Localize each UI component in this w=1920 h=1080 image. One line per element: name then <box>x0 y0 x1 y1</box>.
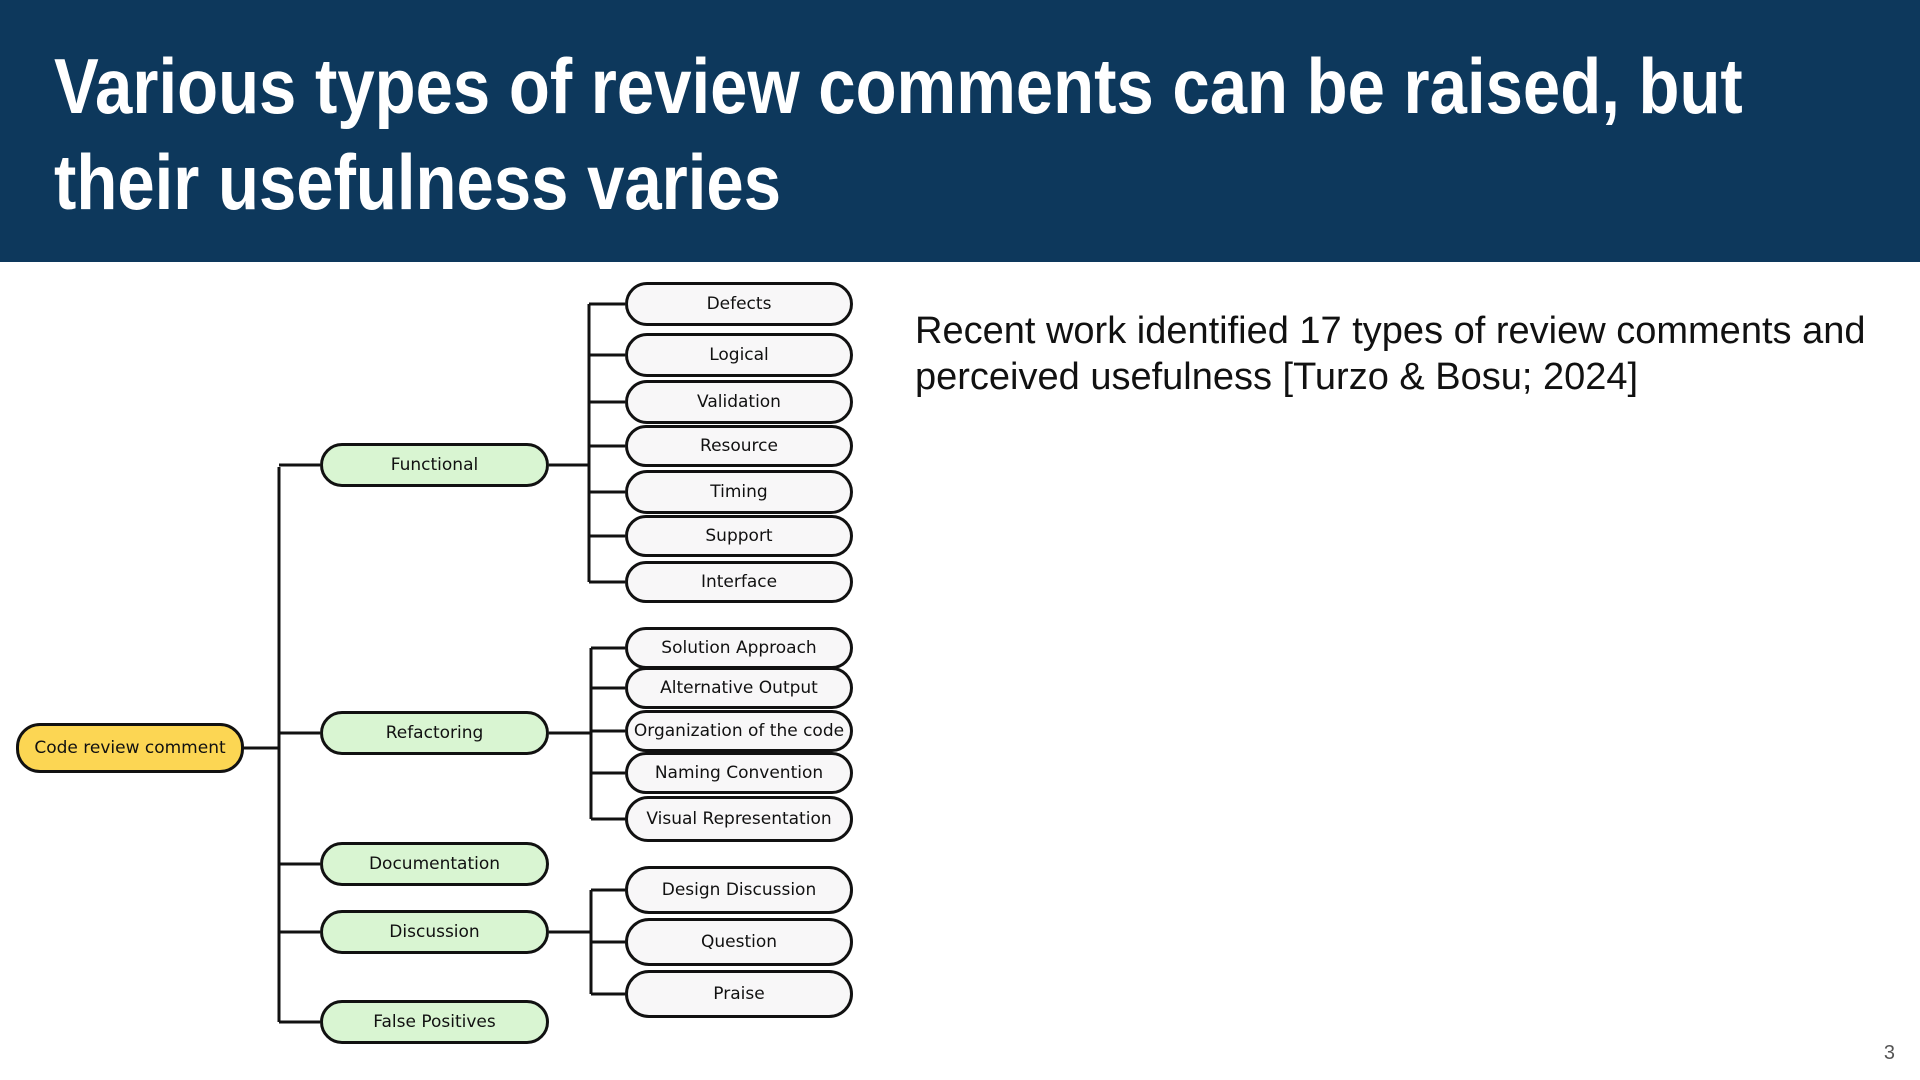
description-text: Recent work identified 17 types of revie… <box>915 310 1866 398</box>
leaf-node-design-discussion: Design Discussion <box>625 866 853 914</box>
connector-lines <box>244 302 625 1024</box>
category-node-false-positives: False Positives <box>320 1000 549 1044</box>
slide-title-line-2: their usefulness varies <box>54 138 782 226</box>
leaf-node-alternative-output: Alternative Output <box>625 667 853 709</box>
leaf-node-defects: Defects <box>625 282 853 326</box>
slide-title-line-1: Various types of review comments can be … <box>54 42 1743 130</box>
root-node: Code review comment <box>16 723 244 773</box>
leaf-node-organization-of-the-code: Organization of the code <box>625 710 853 752</box>
leaf-node-interface: Interface <box>625 561 853 603</box>
page-number: 3 <box>1883 1042 1895 1064</box>
category-node-discussion: Discussion <box>320 910 549 954</box>
leaf-node-visual-representation: Visual Representation <box>625 796 853 842</box>
leaf-node-solution-approach: Solution Approach <box>625 627 853 669</box>
leaf-node-question: Question <box>625 918 853 966</box>
leaf-node-validation: Validation <box>625 380 853 424</box>
category-node-documentation: Documentation <box>320 842 549 886</box>
category-node-functional: Functional <box>320 443 549 487</box>
slide-title: Various types of review comments can be … <box>54 38 1743 230</box>
leaf-node-praise: Praise <box>625 970 853 1018</box>
leaf-node-timing: Timing <box>625 470 853 514</box>
title-bar: Various types of review comments can be … <box>0 0 1920 262</box>
category-node-refactoring: Refactoring <box>320 711 549 755</box>
leaf-node-resource: Resource <box>625 425 853 467</box>
leaf-node-support: Support <box>625 515 853 557</box>
taxonomy-diagram: Code review comment Functional Refactori… <box>0 262 900 1080</box>
leaf-node-logical: Logical <box>625 333 853 377</box>
leaf-node-naming-convention: Naming Convention <box>625 752 853 794</box>
